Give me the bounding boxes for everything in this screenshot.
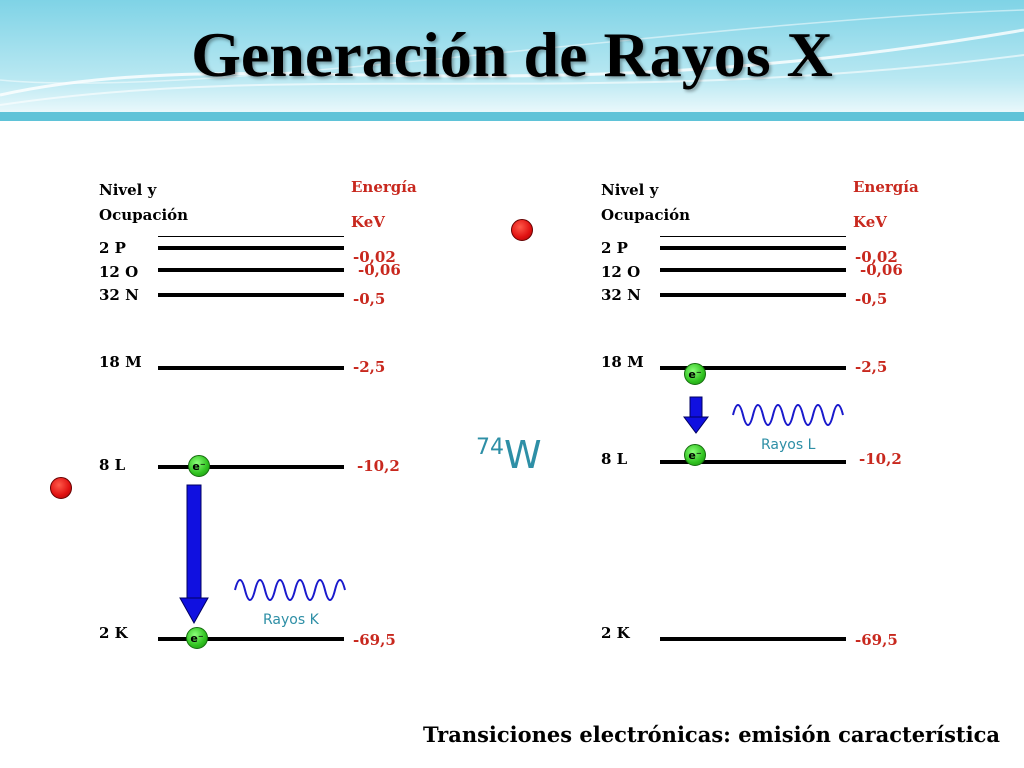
level-label-p: 2 P <box>99 239 126 257</box>
energy-label-o: -0,06 <box>358 261 401 279</box>
level-label-n: 32 N <box>99 286 139 304</box>
element-symbol: 74W <box>476 433 542 477</box>
level-header: Nivel y Ocupación <box>99 178 188 228</box>
energy-header: Energía KeV <box>351 170 417 240</box>
energy-label-o-right: -0,06 <box>860 261 903 279</box>
incident-particle-left <box>50 477 72 499</box>
level-line-o <box>158 268 344 272</box>
electron-l-right: e⁻ <box>684 444 706 466</box>
energy-label-p-right: -0,02 <box>855 248 898 266</box>
level-line-l <box>158 465 344 469</box>
rays-k-label: Rayos K <box>263 612 319 628</box>
energy-header-line1-right: Energía <box>853 178 919 196</box>
level-line-n-right <box>660 293 846 297</box>
xray-wave-k <box>234 579 346 601</box>
energy-header-line2-right: KeV <box>853 213 887 231</box>
energy-label-m-right: -2,5 <box>855 358 888 376</box>
level-label-l-right: 8 L <box>601 450 628 468</box>
energy-label-p: -0,02 <box>353 248 396 266</box>
transition-arrow-m-to-l <box>683 396 709 434</box>
energy-label-k: -69,5 <box>353 631 396 649</box>
slide-caption: Transiciones electrónicas: emisión carac… <box>423 722 1000 747</box>
electron-l-left: e⁻ <box>188 455 210 477</box>
level-header-right: Nivel y Ocupación <box>601 178 690 228</box>
energy-header-line1: Energía <box>351 178 417 196</box>
transition-arrow-l-to-k <box>179 484 209 625</box>
energy-header-line2: KeV <box>351 213 385 231</box>
energy-label-k-right: -69,5 <box>855 631 898 649</box>
level-line-p <box>158 246 344 250</box>
level-line-p-right <box>660 246 846 250</box>
incident-particle-top <box>511 219 533 241</box>
level-header-line1: Nivel y <box>99 181 157 199</box>
level-label-o: 12 O <box>99 263 139 281</box>
rays-l-label: Rayos L <box>761 437 816 453</box>
level-label-o-right: 12 O <box>601 263 641 281</box>
energy-label-n: -0,5 <box>353 290 386 308</box>
header-rule-right <box>660 236 846 237</box>
level-header-line2-right: Ocupación <box>601 206 691 224</box>
xray-wave-l <box>732 404 844 426</box>
electron-k-left: e⁻ <box>186 627 208 649</box>
level-header-line1-right: Nivel y <box>601 181 659 199</box>
level-line-m <box>158 366 344 370</box>
atomic-number: 74 <box>476 435 504 460</box>
level-line-m-right <box>660 366 846 370</box>
header-banner <box>0 0 1024 121</box>
level-label-p-right: 2 P <box>601 239 628 257</box>
level-label-m: 18 M <box>99 353 142 371</box>
level-header-line2: Ocupación <box>99 206 189 224</box>
energy-label-n-right: -0,5 <box>855 290 888 308</box>
level-line-k <box>158 637 344 641</box>
level-line-k-right <box>660 637 846 641</box>
level-line-n <box>158 293 344 297</box>
energy-header-right: Energía KeV <box>853 170 919 240</box>
level-label-k: 2 K <box>99 624 128 642</box>
energy-label-m: -2,5 <box>353 358 386 376</box>
level-line-l-right <box>660 460 846 464</box>
energy-label-l: -10,2 <box>357 457 400 475</box>
element-letter: W <box>504 433 542 477</box>
level-label-k-right: 2 K <box>601 624 630 642</box>
level-line-o-right <box>660 268 846 272</box>
header-rule <box>158 236 344 237</box>
level-label-n-right: 32 N <box>601 286 641 304</box>
slide-title: Generación de Rayos X <box>191 19 833 90</box>
level-label-l: 8 L <box>99 456 126 474</box>
energy-label-l-right: -10,2 <box>859 450 902 468</box>
electron-m-right: e⁻ <box>684 363 706 385</box>
level-label-m-right: 18 M <box>601 353 644 371</box>
